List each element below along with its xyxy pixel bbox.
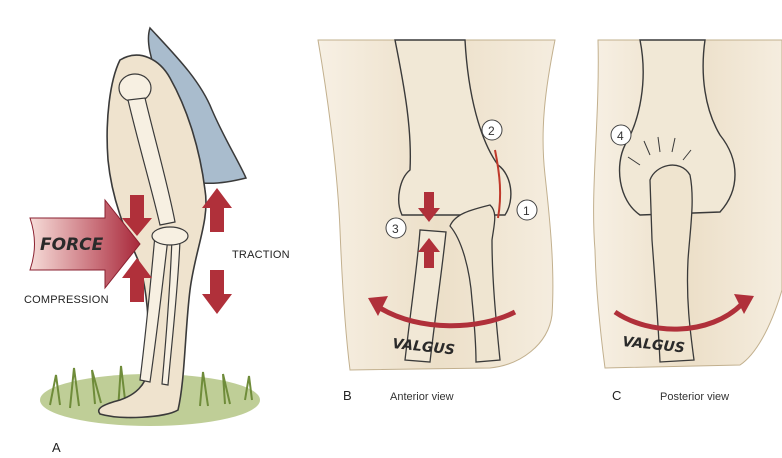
panel-b: VALGUS 1 2 3 B Anterior view <box>318 40 555 403</box>
svg-text:1: 1 <box>523 204 530 218</box>
svg-text:3: 3 <box>392 222 399 236</box>
traction-label: TRACTION <box>232 249 290 261</box>
marker-2: 2 <box>482 120 502 140</box>
traction-arrows <box>202 188 232 314</box>
traction-arrow-up <box>202 188 232 232</box>
compression-label: COMPRESSION <box>24 294 109 306</box>
svg-text:4: 4 <box>617 129 624 143</box>
panel-c: VALGUS 4 C Posterior view <box>594 40 782 403</box>
panel-b-caption: Anterior view <box>390 391 454 403</box>
marker-3: 3 <box>386 218 406 238</box>
force-label: FORCE <box>40 235 104 255</box>
panel-a-letter: A <box>52 440 61 455</box>
marker-4: 4 <box>611 125 631 145</box>
traction-arrow-down <box>202 270 232 314</box>
panel-c-letter: C <box>612 388 621 403</box>
svg-text:2: 2 <box>488 124 495 138</box>
panel-c-caption: Posterior view <box>660 391 729 403</box>
marker-1: 1 <box>517 200 537 220</box>
panel-a: FORCE COMPRESSION TRACTION A <box>24 28 290 455</box>
panel-b-letter: B <box>343 388 352 403</box>
